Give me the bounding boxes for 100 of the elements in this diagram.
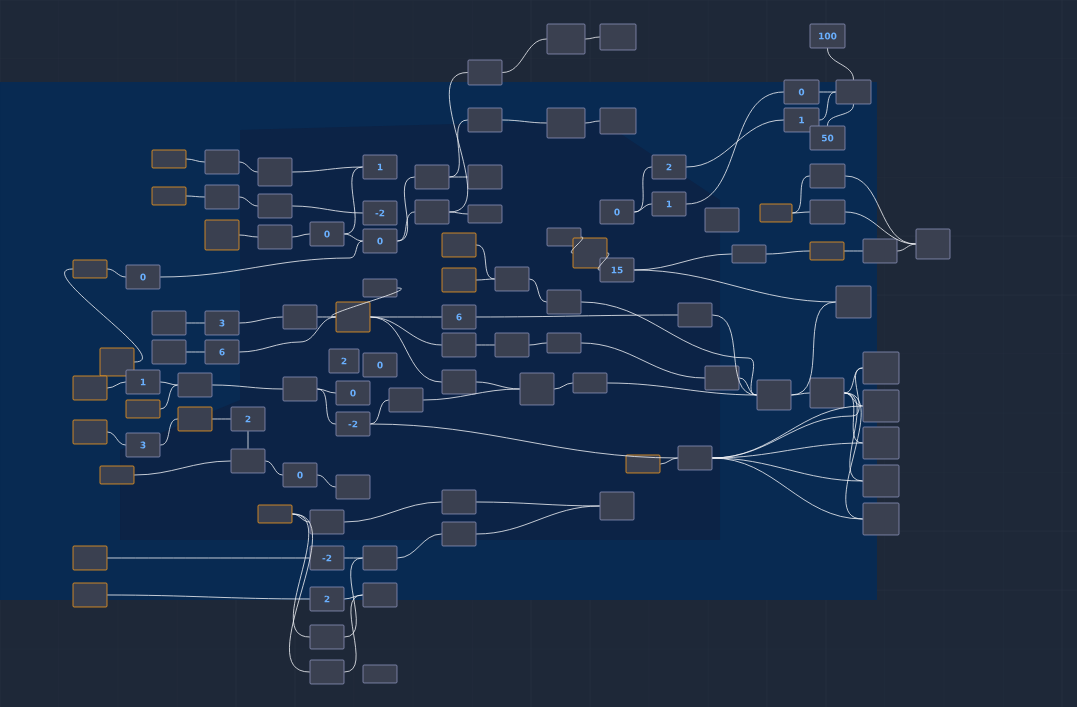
connector-wire	[107, 557, 310, 559]
connector-wire	[397, 533, 442, 559]
connector-wire	[448, 72, 469, 213]
block-node	[99, 347, 135, 377]
block-node	[546, 289, 582, 315]
connector-wire	[292, 233, 310, 238]
block-node	[230, 448, 266, 474]
block-node	[72, 545, 108, 571]
block-node	[494, 332, 530, 358]
block-node	[441, 332, 477, 358]
connector-wire	[107, 594, 310, 600]
block-node	[362, 664, 398, 684]
connector-wire	[686, 91, 784, 205]
block-node	[467, 59, 503, 86]
connector-wire	[134, 460, 231, 476]
block-node	[282, 304, 318, 330]
connector-wire	[819, 91, 836, 93]
connector-wire	[827, 104, 854, 126]
block-node	[599, 107, 637, 135]
block-node	[546, 23, 586, 55]
connector-wire	[827, 48, 854, 80]
connector-wire	[712, 457, 863, 520]
block-node	[546, 227, 582, 247]
block-node	[441, 267, 477, 293]
block-node	[177, 372, 213, 398]
connector-wire	[844, 367, 863, 394]
connector-wire	[844, 392, 863, 520]
block-node	[72, 419, 108, 445]
block-node	[915, 228, 951, 260]
connector-wire	[186, 195, 205, 198]
number-block: 2	[328, 348, 360, 374]
connector-wire	[597, 252, 610, 271]
connector-wire	[502, 38, 547, 73]
connector-wire	[107, 431, 126, 446]
block-node	[862, 464, 900, 498]
connector-wire	[107, 381, 126, 389]
block-node	[546, 332, 582, 354]
block-node	[335, 474, 371, 500]
connector-wire	[317, 388, 336, 425]
block-node	[677, 302, 713, 328]
block-node	[414, 164, 450, 190]
block-node	[731, 244, 767, 264]
connector-wire	[186, 158, 205, 163]
block-node	[862, 238, 898, 264]
connector-wire	[160, 240, 363, 278]
connector-wire	[292, 205, 363, 214]
block-node	[72, 582, 108, 608]
connector-wire	[186, 322, 205, 324]
block-node	[151, 310, 187, 336]
block-node	[441, 521, 477, 547]
connector-wire	[607, 382, 757, 396]
connector-wire	[212, 418, 231, 420]
number-block: 0	[362, 228, 398, 254]
connector-wire	[791, 392, 810, 396]
number-block: -2	[362, 200, 398, 226]
number-block: 3	[204, 310, 240, 336]
number-block: 0	[282, 462, 318, 488]
connector-wire	[476, 344, 495, 346]
block-node	[99, 465, 135, 485]
block-node	[494, 266, 530, 292]
block-node	[835, 79, 872, 105]
block-node	[599, 23, 637, 51]
connector-wire	[344, 594, 363, 673]
connector-wire	[344, 557, 363, 638]
number-block: 0	[335, 380, 371, 406]
block-node	[759, 203, 793, 223]
connector-wire	[476, 278, 495, 281]
connector-wire	[344, 233, 363, 242]
connector-wire	[554, 382, 573, 390]
connector-wire	[344, 557, 363, 559]
connector-wire	[292, 513, 310, 638]
block-node	[809, 241, 845, 261]
number-block: 0	[783, 79, 820, 105]
connector-wire	[449, 119, 468, 178]
number-block: 6	[204, 339, 240, 365]
connector-wire	[844, 250, 863, 252]
connector-wire	[476, 244, 495, 280]
block-node	[441, 369, 477, 395]
connector-wire	[160, 381, 178, 386]
block-node	[204, 219, 240, 251]
number-block: -2	[309, 545, 345, 571]
number-block: 0	[125, 264, 161, 290]
connector-wire	[476, 381, 520, 390]
number-block: 6	[441, 304, 477, 330]
connector-wire	[239, 316, 283, 324]
connector-wire	[239, 161, 258, 173]
block-node	[467, 204, 503, 224]
block-node	[809, 377, 845, 409]
block-node	[151, 339, 187, 365]
connector-wire	[792, 211, 810, 214]
block-node	[72, 259, 108, 279]
connector-wire	[712, 457, 863, 482]
block-node	[862, 426, 900, 460]
block-node	[151, 149, 187, 169]
connector-wire	[160, 384, 178, 410]
block-node	[309, 624, 345, 650]
number-block: 15	[599, 257, 635, 283]
number-block: 2	[651, 154, 687, 180]
connector-wire	[107, 268, 126, 278]
block-node	[441, 489, 477, 515]
